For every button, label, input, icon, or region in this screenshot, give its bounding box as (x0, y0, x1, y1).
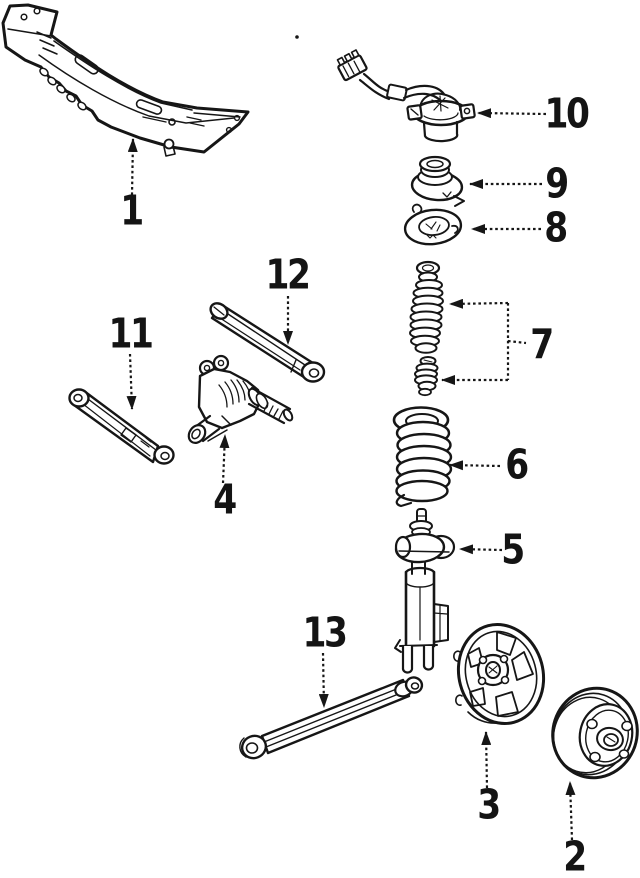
part-strut-mount (336, 49, 476, 143)
callout-label-8: 8 (544, 203, 568, 252)
part-crossmember (1, 3, 250, 157)
part-lateral-link-rear (209, 302, 326, 383)
part-strut (394, 508, 456, 674)
part-lower-spring-insulator (403, 203, 463, 246)
callout-label-10: 10 (544, 89, 590, 138)
callout-11-arrow (126, 353, 137, 410)
callout-5-arrow (459, 544, 503, 555)
callout-arrows (126, 108, 576, 841)
callout-2-arrow (565, 781, 576, 841)
callout-7-bracket (506, 303, 527, 380)
part-knuckle (187, 354, 294, 444)
callout-7-arrow-upper (449, 298, 509, 309)
part-brake-drum (551, 686, 639, 780)
callout-label-11: 11 (108, 309, 154, 358)
print-speck (295, 35, 299, 39)
callout-label-3: 3 (477, 780, 501, 829)
part-bump-stop (414, 356, 439, 397)
callout-6-arrow (449, 460, 501, 471)
part-lateral-link-front (68, 388, 175, 465)
part-dust-boot (409, 260, 444, 354)
part-upper-spring-seat (410, 155, 465, 207)
callout-label-4: 4 (213, 475, 237, 524)
callout-3-arrow (481, 731, 492, 789)
callout-13-arrow (318, 652, 329, 708)
callout-label-1: 1 (120, 186, 144, 235)
callout-label-9: 9 (545, 159, 569, 208)
callout-label-13: 13 (302, 608, 348, 657)
part-backing-plate (453, 622, 546, 726)
callout-label-5: 5 (501, 525, 525, 574)
part-trailing-arm (239, 676, 424, 760)
callout-label-12: 12 (265, 250, 311, 299)
part-coil-spring (392, 406, 453, 508)
callout-label-7: 7 (530, 320, 554, 369)
callout-label-6: 6 (505, 440, 529, 489)
callout-label-2: 2 (563, 832, 587, 878)
callout-1-arrow (127, 138, 138, 196)
callout-4-arrow (219, 434, 230, 484)
callout-10-arrow (477, 108, 547, 119)
